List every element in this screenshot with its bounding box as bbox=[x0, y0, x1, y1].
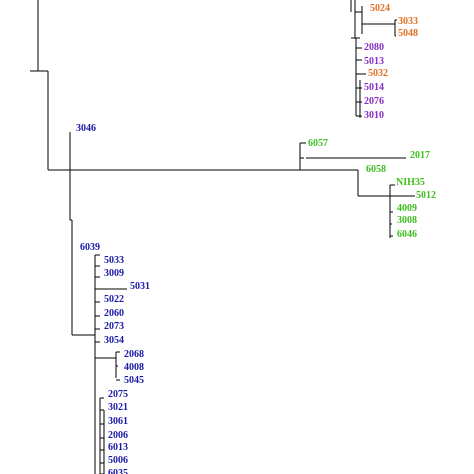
leaf-label-6057: 6057 bbox=[308, 138, 328, 149]
leaf-label-2060: 2060 bbox=[104, 308, 124, 319]
leaf-label-3046: 3046 bbox=[76, 123, 96, 134]
leaf-label-6035: 6035 bbox=[108, 468, 128, 474]
leaf-label-3010: 3010 bbox=[364, 110, 384, 121]
leaf-label-5032: 5032 bbox=[368, 68, 388, 79]
leaf-label-3008: 3008 bbox=[397, 215, 417, 226]
leaf-label-5012: 5012 bbox=[416, 190, 436, 201]
leaf-label-5048: 5048 bbox=[398, 28, 418, 39]
leaf-label-5014: 5014 bbox=[364, 82, 384, 93]
leaf-label-2075: 2075 bbox=[108, 389, 128, 400]
leaf-label-6039: 6039 bbox=[80, 242, 100, 253]
leaf-label-5022: 5022 bbox=[104, 294, 124, 305]
leaf-label-5024: 5024 bbox=[370, 3, 390, 14]
leaf-label-nih35: NIH35 bbox=[396, 177, 425, 188]
leaf-label-2006: 2006 bbox=[108, 430, 128, 441]
leaf-label-5013: 5013 bbox=[364, 56, 384, 67]
leaf-label-2080: 2080 bbox=[364, 42, 384, 53]
leaf-label-5045: 5045 bbox=[124, 375, 144, 386]
leaf-label-4008: 4008 bbox=[124, 362, 144, 373]
leaf-label-6013: 6013 bbox=[108, 442, 128, 453]
leaf-label-2017: 2017 bbox=[410, 150, 430, 161]
leaf-label-6058: 6058 bbox=[366, 164, 386, 175]
leaf-label-4009: 4009 bbox=[397, 203, 417, 214]
leaf-label-3061: 3061 bbox=[108, 416, 128, 427]
leaf-label-6046: 6046 bbox=[397, 229, 417, 240]
leaf-label-3033: 3033 bbox=[398, 16, 418, 27]
leaf-label-3021: 3021 bbox=[108, 402, 128, 413]
leaf-label-2073: 2073 bbox=[104, 321, 124, 332]
leaf-label-5031: 5031 bbox=[130, 281, 150, 292]
leaf-label-5033: 5033 bbox=[104, 255, 124, 266]
leaf-label-3054: 3054 bbox=[104, 335, 124, 346]
leaf-label-2068: 2068 bbox=[124, 349, 144, 360]
leaf-label-5006: 5006 bbox=[108, 455, 128, 466]
leaf-label-2076: 2076 bbox=[364, 96, 384, 107]
leaf-label-3009: 3009 bbox=[104, 268, 124, 279]
tree-branches bbox=[30, 0, 415, 474]
